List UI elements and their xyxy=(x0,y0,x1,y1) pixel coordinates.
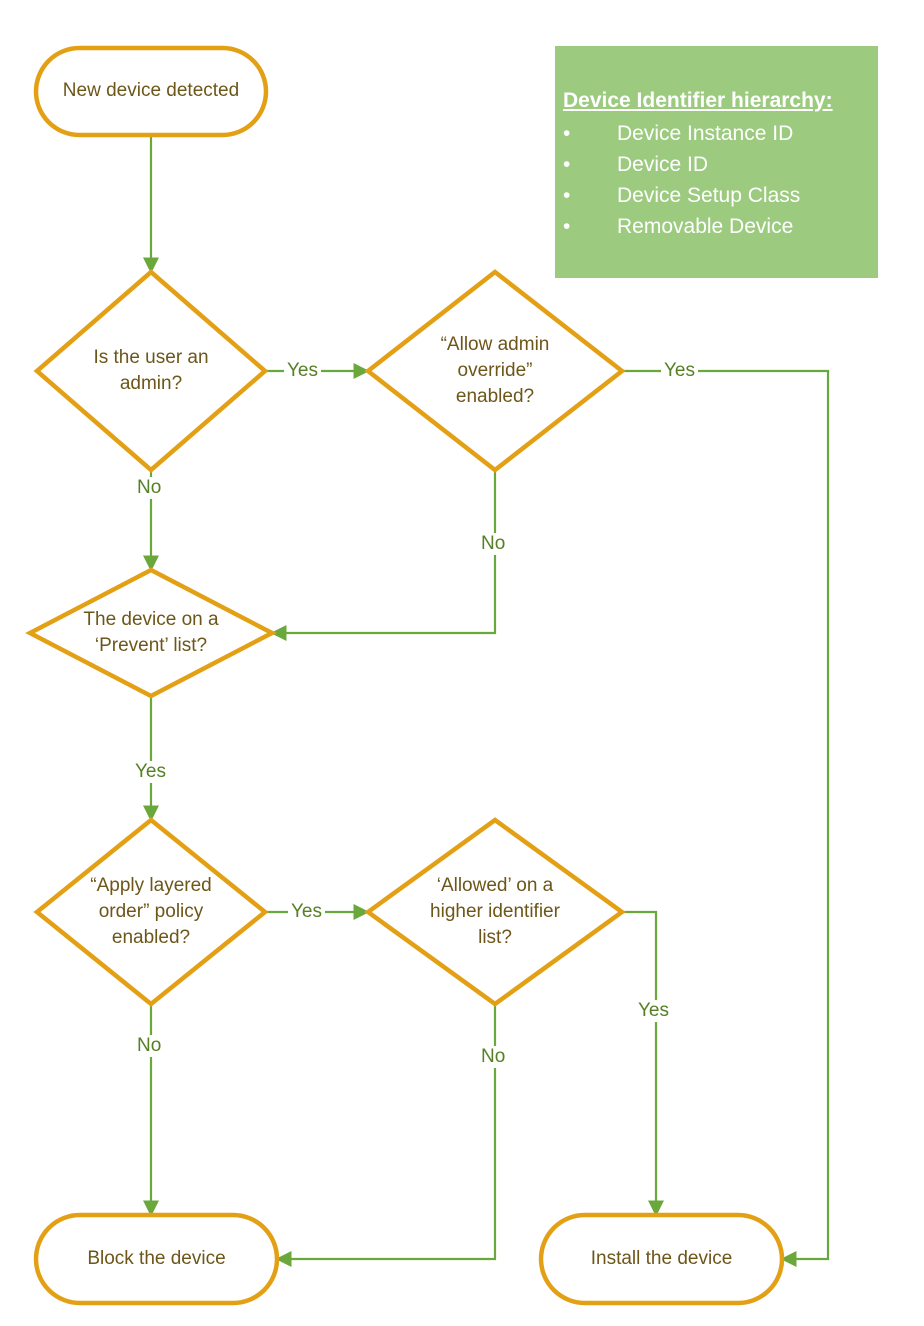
legend-item-label: Device Instance ID xyxy=(617,122,794,145)
bullet-icon: • xyxy=(563,153,571,176)
legend-title: Device Identifier hierarchy: xyxy=(563,89,833,112)
edge-higher-identifier-yes xyxy=(622,910,665,1217)
bullet-icon: • xyxy=(563,184,571,207)
legend-item-label: Removable Device xyxy=(617,215,794,238)
node-shape-layered-order[interactable] xyxy=(33,817,269,1007)
legend-item: • Device Instance ID xyxy=(555,118,878,149)
bullet-icon: • xyxy=(563,122,571,145)
node-shape-higher-identifier[interactable] xyxy=(364,817,626,1007)
edge-label-layered-order-no: No xyxy=(134,1035,165,1057)
edge-label-admin-override-no: No xyxy=(478,533,509,555)
node-shape-block-device[interactable] xyxy=(33,1212,280,1306)
legend-item: • Removable Device xyxy=(555,211,878,242)
edge-label-is-admin-no: No xyxy=(134,477,165,499)
bullet-icon: • xyxy=(563,215,571,238)
legend-list: • Device Instance ID • Device ID • Devic… xyxy=(555,118,878,242)
node-shape-prevent-list[interactable] xyxy=(25,567,277,699)
node-shape-start[interactable] xyxy=(33,45,269,138)
edge-label-higher-identifier-no: No xyxy=(478,1046,509,1068)
edge-admin-override-yes xyxy=(622,369,830,1268)
connector-layer xyxy=(142,135,830,1268)
edge-higher-identifier-no xyxy=(275,1004,497,1268)
legend-item: • Device Setup Class xyxy=(555,180,878,211)
node-shape-layer xyxy=(25,45,785,1306)
legend-item-label: Device Setup Class xyxy=(617,184,801,207)
edge-label-admin-override-yes: Yes xyxy=(661,360,698,382)
node-shape-is-admin[interactable] xyxy=(33,269,269,473)
legend-panel: Device Identifier hierarchy: • Device In… xyxy=(555,46,878,278)
node-shape-admin-override[interactable] xyxy=(364,269,626,473)
legend-item-label: Device ID xyxy=(617,153,709,176)
edge-label-layered-order-yes: Yes xyxy=(288,901,325,923)
edge-admin-override-no xyxy=(270,470,497,642)
legend-item: • Device ID xyxy=(555,149,878,180)
edge-label-is-admin-yes: Yes xyxy=(284,360,321,382)
edge-label-higher-identifier-yes: Yes xyxy=(635,1000,672,1022)
node-shape-install-device[interactable] xyxy=(538,1212,785,1306)
edge-label-prevent-list-yes: Yes xyxy=(132,761,169,783)
